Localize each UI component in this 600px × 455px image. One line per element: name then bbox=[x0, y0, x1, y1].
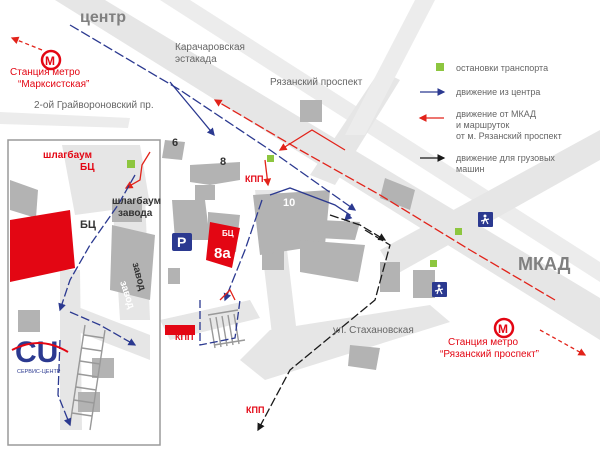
pedestrian-crossing-icon bbox=[478, 212, 493, 227]
metro-icon-marksistskaya: М bbox=[40, 49, 62, 71]
building-red-strip bbox=[165, 325, 195, 335]
label-mkad: МКАД bbox=[518, 254, 571, 274]
route-from-mkad bbox=[213, 99, 556, 301]
inset-route-red bbox=[124, 151, 151, 189]
route-red-kpp bbox=[263, 159, 272, 187]
label-kpp-1: КПП bbox=[245, 174, 263, 184]
logo-letters: CU bbox=[15, 336, 58, 369]
inset-route-blue-2 bbox=[69, 311, 137, 346]
label-building-6: 6 bbox=[172, 137, 178, 149]
legend-from-mkad-2: и маршруток bbox=[456, 120, 509, 130]
logo-icon: CU СЕРВИС-ЦЕНТР bbox=[11, 336, 69, 375]
label-kpp-2: КПП bbox=[175, 332, 193, 342]
label-metro-ryaz-2: “Рязанский проспект” bbox=[440, 349, 539, 360]
mkad-road bbox=[380, 130, 600, 275]
inset-buildings bbox=[10, 180, 155, 412]
railway-icon bbox=[207, 309, 246, 349]
parking-label: P bbox=[177, 234, 186, 250]
label-stakhanovskaya: ул. Стахановская bbox=[333, 325, 414, 336]
inset-bus-stop bbox=[127, 160, 135, 168]
label-metro-mark-1: Станция метро bbox=[10, 67, 81, 78]
legend-trucks-2: машин bbox=[456, 164, 484, 174]
arrow-to-ryaz-metro bbox=[539, 329, 587, 356]
label-karach-1: Карачаровская bbox=[175, 42, 245, 53]
bus-stop-2 bbox=[455, 228, 462, 235]
building-bc-8a bbox=[206, 222, 240, 268]
building-bc-8a-label: БЦ bbox=[222, 229, 234, 238]
label-shlagbaum-zavod-1: шлагбаум bbox=[112, 195, 161, 207]
inset-railway bbox=[69, 324, 106, 431]
route-blue-down bbox=[223, 199, 263, 302]
route-red-lower bbox=[219, 288, 236, 301]
label-shlagbaum-bc-1: шлагбаум bbox=[43, 149, 92, 161]
route-blue-loop bbox=[269, 187, 353, 221]
label-metro-mark-2: “Марксистская” bbox=[18, 79, 89, 90]
inset-route-blue-3 bbox=[57, 339, 72, 427]
label-building-8: 8 bbox=[220, 156, 226, 168]
route-overpass-blue bbox=[169, 81, 215, 137]
label-karach-2: эстакада bbox=[175, 54, 217, 65]
inset-bc-label: БЦ bbox=[80, 219, 96, 231]
label-shlagbaum-zavod-2: завода bbox=[118, 208, 153, 219]
route-trucks-top bbox=[329, 214, 387, 241]
legend-from-mkad-1: движение от МКАД bbox=[456, 109, 536, 119]
label-building-10: 10 bbox=[283, 197, 295, 209]
inset-route-blue bbox=[58, 174, 136, 312]
route-red-ryaz bbox=[278, 129, 346, 151]
road-branch bbox=[345, 0, 435, 135]
label-center: центр bbox=[80, 9, 126, 26]
svg-text:М: М bbox=[498, 322, 508, 336]
bus-stop-1 bbox=[267, 155, 274, 162]
stakhanovskaya-road bbox=[240, 305, 450, 380]
metro-icon-ryazansky: М bbox=[493, 317, 515, 339]
building-8a-number: 8а bbox=[214, 245, 231, 262]
road-2gr bbox=[0, 112, 130, 128]
bus-stop-3 bbox=[430, 260, 437, 267]
label-kpp-3: КПП bbox=[246, 405, 264, 415]
label-ryazansky: Рязанский проспект bbox=[270, 77, 363, 88]
logo-text: СЕРВИС-ЦЕНТР bbox=[17, 369, 61, 375]
legend-from-center: движение из центра bbox=[456, 87, 540, 97]
label-graivoronovsky: 2-ой Грайвороновский пр. bbox=[34, 100, 154, 111]
svg-text:М: М bbox=[45, 54, 55, 68]
legend-trucks-1: движение для грузовых bbox=[456, 153, 555, 163]
legend-stops: остановки транспорта bbox=[456, 63, 548, 73]
pedestrian-crossing-icon-2 bbox=[432, 282, 447, 297]
legend-from-mkad-3: от м. Рязанский проспект bbox=[456, 131, 562, 141]
route-blue-grid bbox=[199, 299, 241, 346]
arrow-to-mark-metro bbox=[10, 36, 43, 51]
parking-icon bbox=[172, 233, 192, 251]
buildings bbox=[162, 100, 435, 370]
route-from-center bbox=[69, 24, 357, 211]
legend: остановки транспорта движение из центра … bbox=[418, 63, 562, 174]
label-metro-ryaz-1: Станция метро bbox=[448, 337, 519, 348]
inset-building-bc bbox=[10, 210, 75, 282]
legend-stop-swatch bbox=[436, 63, 444, 71]
label-shlagbaum-bc-2: БЦ bbox=[80, 162, 95, 173]
